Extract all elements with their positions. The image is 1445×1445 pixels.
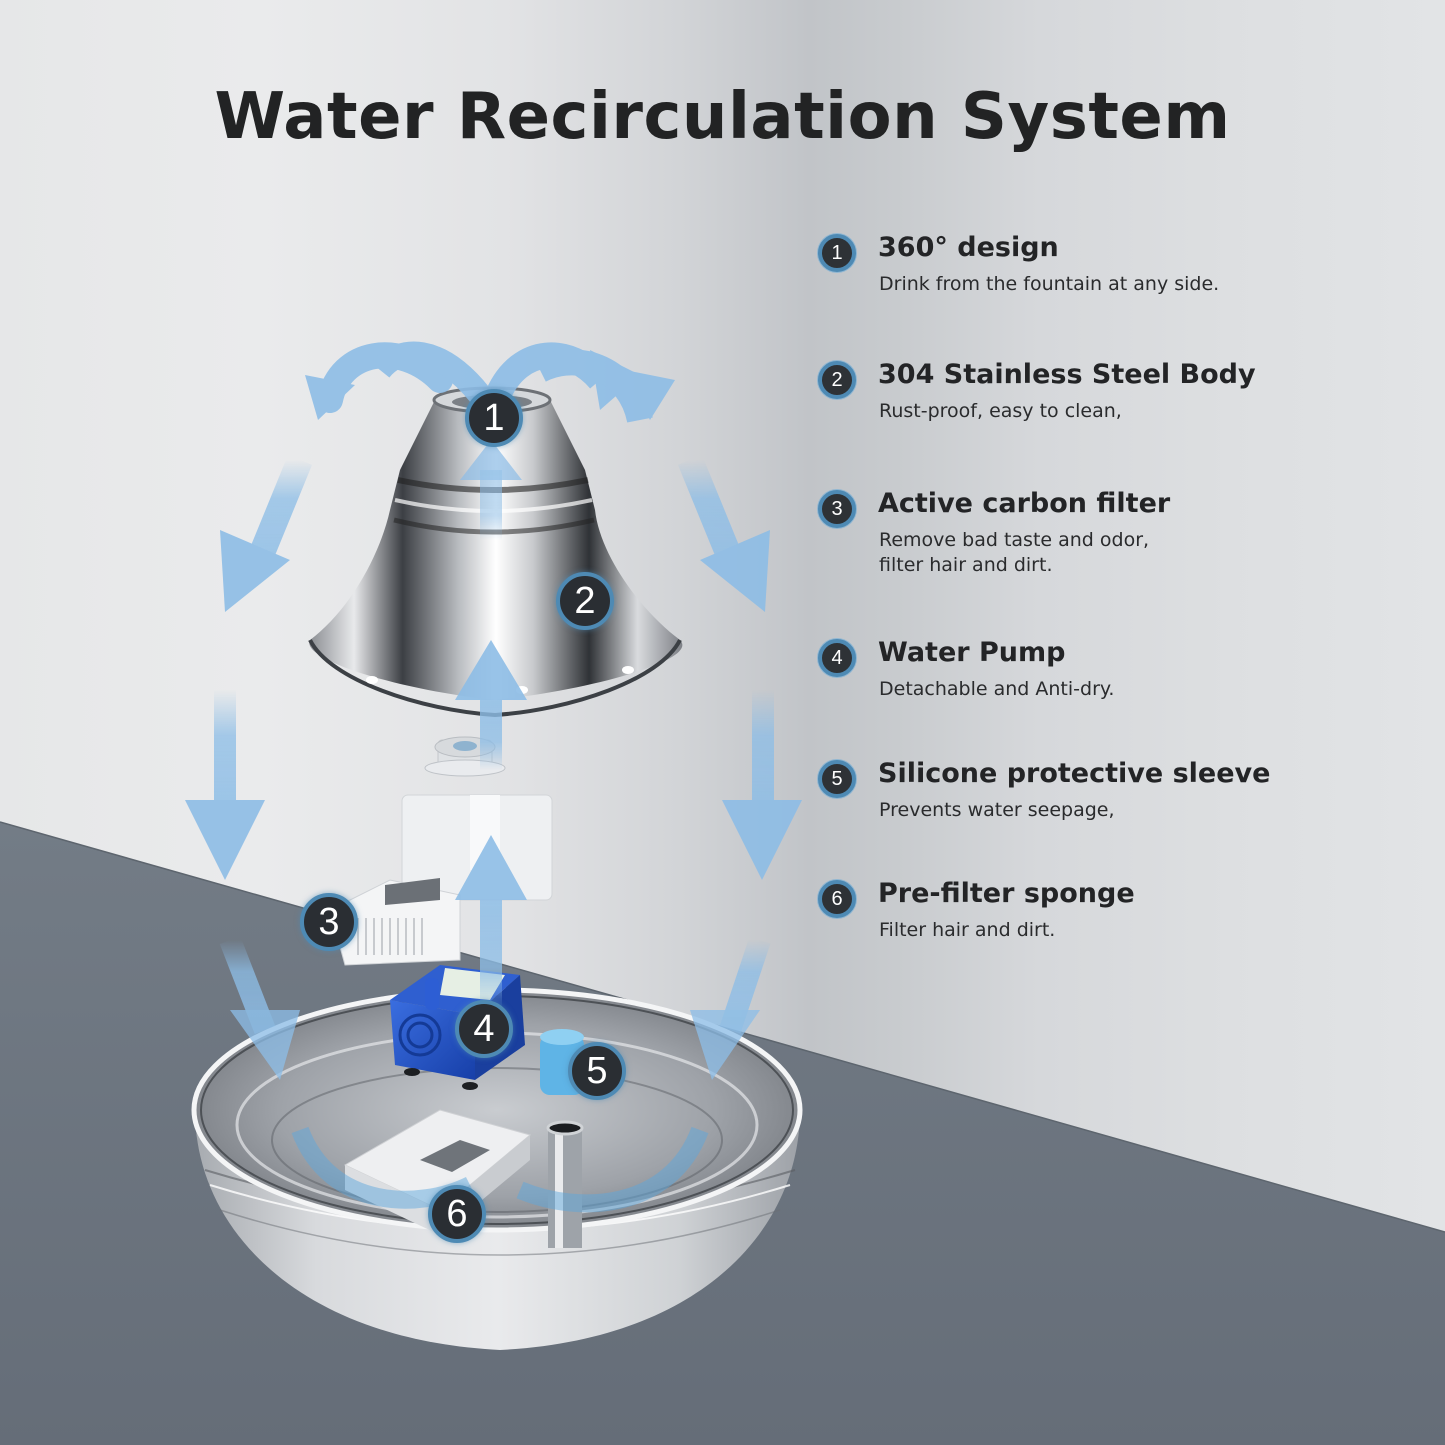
number-badge: 6 (818, 880, 856, 918)
page-title: Water Recirculation System (214, 80, 1231, 154)
number-badge: 1 (818, 234, 856, 272)
callout-2-badge: 2 (556, 572, 614, 630)
feature-title: 304 Stainless Steel Body (878, 359, 1256, 390)
number-badge: 3 (818, 490, 856, 528)
callout-1-badge: 1 (465, 389, 523, 447)
number-badge: 4 (818, 639, 856, 677)
callout-3-badge: 3 (300, 893, 358, 951)
callout-5-badge: 5 (568, 1042, 626, 1100)
feature-description: Detachable and Anti-dry. (879, 678, 1115, 700)
feature-title: Water Pump (878, 637, 1066, 668)
feature-description: Prevents water seepage, (879, 799, 1115, 821)
callout-6-badge: 6 (428, 1185, 486, 1243)
feature-title: 360° design (878, 232, 1059, 263)
feature-description: Remove bad taste and odor, filter hair a… (879, 529, 1150, 576)
callout-4-badge: 4 (455, 1000, 513, 1058)
feature-title: Active carbon filter (878, 488, 1171, 519)
feature-description: Rust-proof, easy to clean, (879, 400, 1122, 422)
feature-description: Filter hair and dirt. (879, 919, 1056, 941)
feature-title: Silicone protective sleeve (878, 758, 1271, 789)
pump-housing (401, 736, 553, 901)
number-badge: 5 (818, 760, 856, 798)
feature-description: Drink from the fountain at any side. (879, 273, 1220, 295)
feature-title: Pre-filter sponge (878, 878, 1135, 909)
outlet-pipe (546, 1120, 584, 1248)
flow-arrows (185, 341, 802, 1213)
carbon-filter (329, 878, 461, 966)
number-badge: 2 (818, 361, 856, 399)
